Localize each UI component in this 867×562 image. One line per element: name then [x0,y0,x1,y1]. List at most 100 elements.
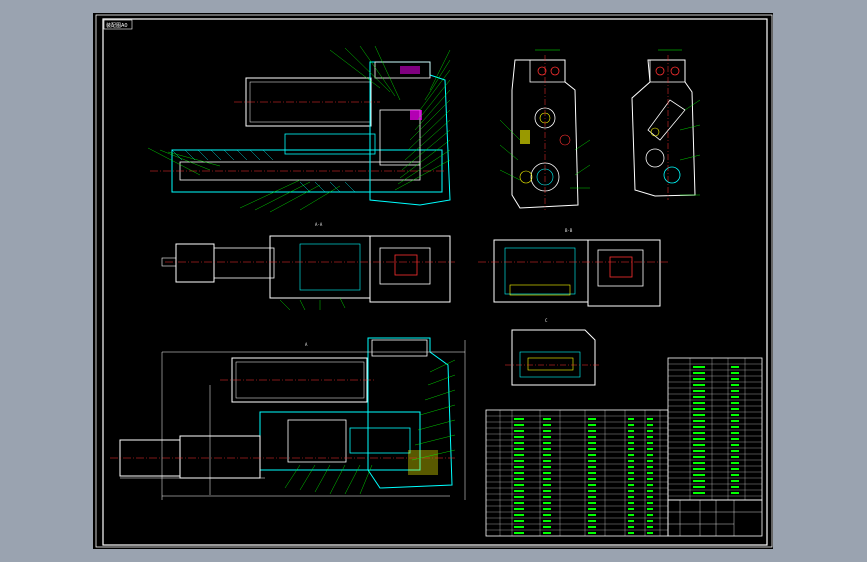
detail-view: C [505,318,600,386]
main-section-view [147,45,451,213]
table-cell-mark [731,468,739,470]
table-cell-mark [543,442,551,444]
table-cell-mark [514,436,524,438]
table-cell-mark [514,496,524,498]
table-cell-mark [731,414,739,416]
table-cell-mark [647,514,653,516]
table-cell-mark [543,454,551,456]
table-cell-mark [693,420,705,422]
table-cell-mark [693,396,705,398]
table-cell-mark [514,532,524,534]
table-cell-mark [731,378,739,380]
table-cell-mark [731,450,739,452]
table-cell-mark [628,454,634,456]
table-cell-mark [647,526,653,528]
table-cell-mark [514,418,524,420]
table-cell-mark [731,486,739,488]
table-cell-mark [693,480,705,482]
view-b-label: B-B [565,228,573,233]
table-cell-mark [628,424,634,426]
table-cell-mark [543,478,551,480]
table-cell-mark [543,484,551,486]
table-cell-mark [731,426,739,428]
table-cell-mark [693,438,705,440]
table-cell-mark [731,462,739,464]
table-cell-mark [628,448,634,450]
table-cell-mark [693,426,705,428]
parts-list [485,357,763,537]
table-cell-mark [628,508,634,510]
table-cell-mark [628,442,634,444]
table-cell-mark [588,442,596,444]
table-cell-mark [543,526,551,528]
table-cell-mark [647,478,653,480]
table-cell-mark [514,520,524,522]
table-cell-mark [514,526,524,528]
outer-frame [95,14,773,548]
view-a-label: A-A [315,222,323,227]
table-cell-mark [693,462,705,464]
table-cell-mark [514,460,524,462]
table-cell-mark [514,424,524,426]
inner-frame [102,18,768,546]
table-cell-mark [628,418,634,420]
table-cell-mark [731,444,739,446]
table-cell-mark [514,490,524,492]
table-cell-mark [514,454,524,456]
table-cell-mark [514,448,524,450]
table-cell-mark [693,390,705,392]
table-cell-mark [628,466,634,468]
table-cell-mark [588,436,596,438]
top-view: A-A [161,222,455,311]
table-cell-mark [543,520,551,522]
table-cell-mark [647,430,653,432]
table-cell-mark [543,502,551,504]
view-c-label: C [545,318,548,323]
table-cell-mark [731,372,739,374]
table-cell-mark [588,478,596,480]
table-cell-mark [588,418,596,420]
table-cell-mark [731,396,739,398]
table-cell-mark [514,484,524,486]
table-cell-mark [588,532,596,534]
table-cell-mark [731,438,739,440]
title-tag-box [103,19,133,30]
table-cell-mark [647,442,653,444]
table-cell-mark [731,492,739,494]
table-cell-mark [514,442,524,444]
table-cell-mark [693,384,705,386]
table-cell-mark [693,486,705,488]
table-cell-mark [588,430,596,432]
table-cell-mark [647,460,653,462]
table-cell-mark [588,472,596,474]
table-cell-mark [543,436,551,438]
table-cell-mark [731,456,739,458]
table-cell-mark [647,496,653,498]
table-cell-mark [543,496,551,498]
table-cell-mark [647,472,653,474]
table-cell-mark [514,514,524,516]
table-cell-mark [588,448,596,450]
table-cell-mark [647,502,653,504]
table-cell-mark [731,366,739,368]
table-cell-mark [588,496,596,498]
table-cell-mark [693,372,705,374]
table-cell-mark [514,502,524,504]
table-cell-mark [693,450,705,452]
table-cell-mark [731,402,739,404]
table-cell-mark [588,526,596,528]
table-cell-mark [514,508,524,510]
table-cell-mark [514,466,524,468]
table-cell-mark [543,490,551,492]
table-cell-mark [731,474,739,476]
table-cell-mark [628,532,634,534]
table-cell-mark [647,484,653,486]
end-view-2 [631,49,701,200]
table-cell-mark [693,378,705,380]
table-cell-mark [588,514,596,516]
table-cell-mark [647,418,653,420]
table-cell-mark [647,454,653,456]
view-d-label: A [305,342,308,347]
table-cell-mark [588,502,596,504]
